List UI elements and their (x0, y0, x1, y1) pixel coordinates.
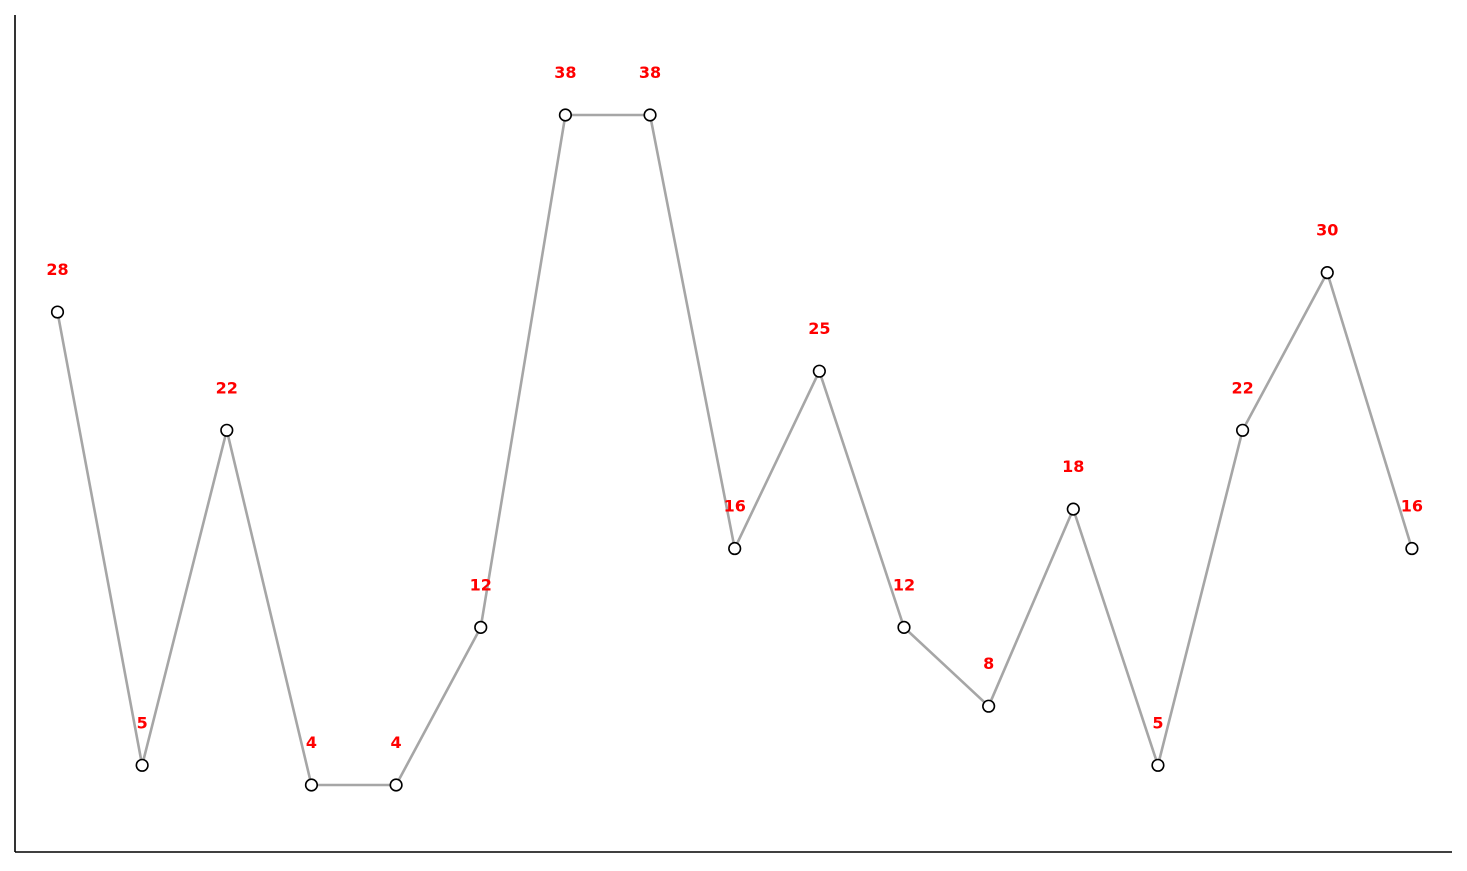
data-point (812, 364, 826, 378)
data-point (304, 778, 319, 792)
data-label: 16 (724, 497, 746, 516)
axes (14, 15, 1452, 853)
data-label: 38 (639, 63, 661, 82)
data-label-group: 28 5 22 4 4 12 38 38 16 25 12 8 18 5 22 30 16 (46, 63, 1423, 752)
data-point (643, 108, 657, 122)
data-point (558, 108, 573, 122)
data-label: 4 (306, 733, 317, 752)
data-point (728, 541, 742, 556)
data-label: 8 (983, 654, 994, 673)
data-label: 30 (1316, 221, 1338, 240)
data-point (389, 778, 403, 792)
data-point (1405, 541, 1419, 556)
data-point-group (50, 108, 1419, 792)
data-label: 4 (391, 733, 402, 752)
data-point (474, 620, 488, 634)
data-label: 22 (216, 378, 238, 397)
data-label: 25 (808, 319, 830, 338)
data-point (897, 620, 911, 634)
data-label: 16 (1401, 497, 1423, 516)
data-point (982, 699, 996, 713)
data-point (1066, 502, 1080, 516)
data-label: 5 (137, 713, 148, 732)
series-line-group (56, 113, 1414, 787)
data-point (50, 305, 65, 319)
data-label: 38 (554, 63, 576, 82)
data-point (1151, 758, 1165, 772)
data-label: 18 (1062, 457, 1084, 476)
data-point (1235, 423, 1250, 437)
data-point (1320, 266, 1334, 280)
data-label: 5 (1152, 713, 1163, 732)
data-label: 12 (470, 575, 492, 594)
data-label: 22 (1231, 378, 1253, 397)
series-line (56, 113, 1414, 787)
data-point (135, 758, 149, 772)
data-label: 28 (46, 260, 68, 279)
data-label: 12 (893, 575, 915, 594)
data-point (220, 423, 234, 437)
